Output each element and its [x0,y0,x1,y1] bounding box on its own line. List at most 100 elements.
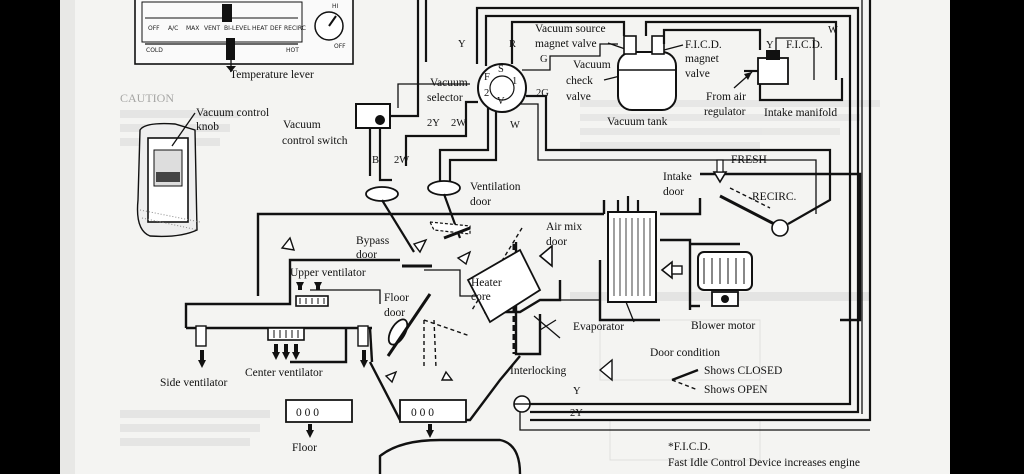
vacuum-selector-label-2: selector [427,92,463,104]
panel-mode-1: A/C [168,25,178,32]
panel-mode-7: RECIRC [284,25,306,32]
wire-w-far-right: W [828,25,838,36]
wire-y-top: Y [458,39,466,50]
selector-2: 2 [484,88,489,99]
ventilation-door-label-2: door [470,196,491,208]
vacuum-source-label-1: Vacuum source [535,23,606,35]
panel-mode-5: HEAT [252,25,268,32]
selector-1: 1 [512,76,517,87]
panel-mode-6: DEF [270,25,282,32]
bypass-actuator [365,186,415,253]
floor-door-label-2: door [384,307,405,319]
vacuum-control-knob-label-2: knob [196,121,219,133]
panel-mode-4: BI-LEVEL [224,25,251,32]
vacuum-check-valve-label-3: valve [566,91,591,103]
ficd-label-right: F.I.C.D. [786,39,823,51]
vacuum-selector: S 1 2 V F [477,63,527,113]
vacuum-check-valve-label-1: Vacuum [573,59,611,71]
wire-y-ficd: Y [766,40,774,51]
panel-hot: HOT [286,47,299,54]
wire-b: B [372,155,379,166]
panel-cold: COLD [146,47,163,54]
floor-actuator [387,318,409,346]
wire-2w-switch: 2W [394,155,409,166]
shows-open-label: Shows OPEN [704,384,768,396]
vacuum-control-knob-label-1: Vacuum control [196,107,269,119]
doors [386,187,789,369]
panel-mode-0: OFF [148,25,160,32]
vacuum-tank-label: Vacuum tank [607,116,668,128]
floor-outlet-dots-right: 0 0 0 [411,407,434,419]
air-mix-door-label-1: Air mix [546,221,582,233]
vacuum-control-switch-label-1: Vacuum [283,119,321,131]
heater-core-label-1: Heater [471,277,502,289]
panel-mode-2: MAX [186,25,199,32]
ventilation-actuator [427,180,462,239]
evaporator [607,196,657,303]
floor-outlet-dots-left: 0 0 0 [296,407,319,419]
vacuum-control-knob[interactable] [156,172,180,182]
air-mix-door-label-2: door [546,236,567,248]
floor-door-label-1: Floor [384,292,409,304]
side-ventilator-right [357,325,369,347]
ficd-actuator [744,50,844,102]
blower-motor [697,251,753,307]
vacuum-selector-label-1: Vacuum [430,77,468,89]
vacuum-check-valve-label-2: check [566,75,593,87]
wire-g: G [540,54,548,65]
vacuum-control-knob-unit [136,122,201,238]
bypass-door-label-1: Bypass [356,235,390,247]
vacuum-source-label-2: magnet valve [535,38,597,50]
page-background-left-edge [60,0,75,474]
panel-off: OFF [334,43,346,50]
mode-lever[interactable] [222,4,232,22]
airflow-arrows [198,159,728,438]
side-ventilator-label: Side ventilator [160,377,228,389]
recirc-label: RECIRC. [752,191,797,203]
evaporator-label: Evaporator [573,321,624,333]
wire-2w: 2W [451,118,466,129]
upper-ventilator [295,295,329,307]
selector-f: F [484,72,490,83]
wire-2y-bottom: 2Y [570,408,583,419]
caution-text: CAUTION [120,91,174,105]
legend-closed-symbol [671,368,699,382]
control-panel: OFF A/C MAX VENT BI-LEVEL HEAT DEF RECIR… [134,0,354,65]
upper-ventilator-label: Upper ventilator [290,267,366,279]
footnote-line-2: Fast Idle Control Device increases engin… [668,457,860,469]
interlocking-label: Interlocking [510,365,566,377]
heater-core-label-2: core [471,291,491,303]
panel-mode-3: VENT [204,25,220,32]
ficd-magnet-valve-label-2: magnet [685,53,720,65]
footnote-line-1: *F.I.C.D. [668,441,711,453]
wire-2g: 2G [536,88,549,99]
vacuum-lines [397,0,872,431]
ficd-magnet-valve-label-3: valve [685,68,710,80]
bypass-door-label-2: door [356,249,377,261]
panel-hi: HI [332,3,339,10]
wire-y-bottom: Y [573,386,581,397]
shows-closed-label: Shows CLOSED [704,365,782,377]
door-condition-legend [671,368,699,391]
temperature-lever-knob[interactable] [226,38,235,60]
wire-2y: 2Y [427,118,440,129]
from-air-regulator-label-1: From air [706,91,746,103]
vacuum-control-switch-label-2: control switch [282,135,348,147]
ventilation-door-label-1: Ventilation [470,181,521,193]
floor-label: Floor [292,442,317,454]
legend-open-symbol [671,379,699,391]
blower-motor-label: Blower motor [691,320,755,332]
selector-s: S [498,64,504,75]
intake-door-label-2: door [663,186,684,198]
side-ventilator-left [195,325,207,347]
from-air-regulator-label-2: regulator [704,106,746,118]
door-condition-label: Door condition [650,347,720,359]
fresh-label: FRESH [731,154,767,166]
center-ventilator [267,327,305,341]
intake-door-label-1: Intake [663,171,692,183]
vacuum-control-switch [355,70,420,182]
wire-w-mid: W [510,120,520,131]
ficd-magnet-valve-label-1: F.I.C.D. [685,39,722,51]
temperature-lever-label: Temperature lever [230,69,314,81]
